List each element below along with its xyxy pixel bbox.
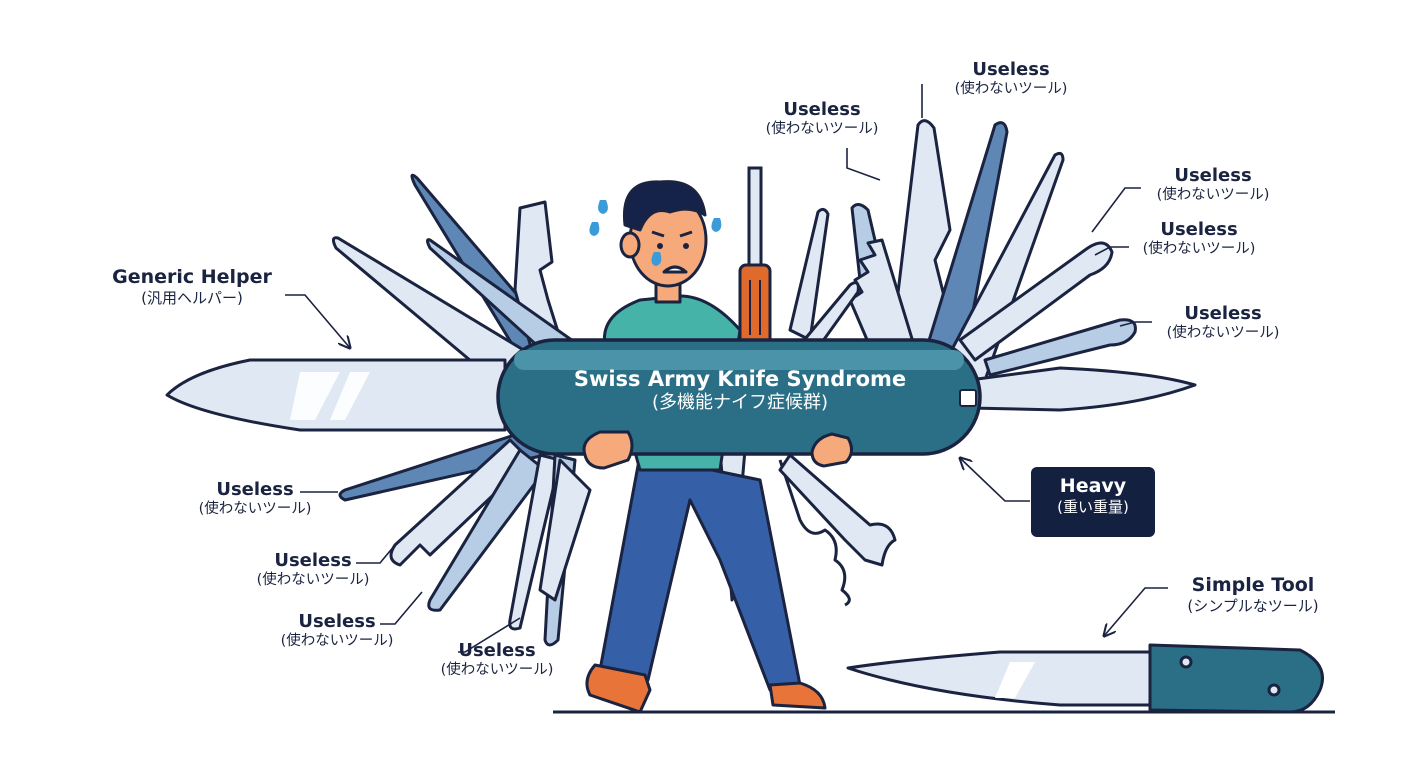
main-blade <box>165 358 507 432</box>
screwdriver-icon <box>738 166 772 347</box>
useless-en: Useless <box>298 611 376 632</box>
left-shoe <box>585 663 652 714</box>
blade-lower-left-1 <box>338 428 547 502</box>
kitchen-knife-handle <box>1148 643 1324 714</box>
scissors-lower-left <box>427 448 547 612</box>
useless-label: Useless (使わないツール) <box>1126 219 1272 258</box>
sweat-drop-icon <box>598 200 608 214</box>
can-opener <box>798 281 860 354</box>
blade-upper-right-1 <box>888 119 952 372</box>
useless-label: Useless (使わないツール) <box>238 550 388 589</box>
useless-en: Useless <box>216 479 294 500</box>
blade-upper-right-3 <box>938 151 1065 382</box>
useless-jp: (使わないツール) <box>198 500 312 517</box>
simple-tool-label: Simple Tool (シンプルなツール) <box>1158 574 1348 615</box>
left-hand <box>582 430 634 470</box>
useless-label: Useless (使わないツール) <box>938 59 1084 98</box>
useless-en: Useless <box>274 550 352 571</box>
useless-jp: (使わないツール) <box>1142 240 1256 257</box>
simple-tool-jp: (シンプルなツール) <box>1187 596 1319 615</box>
useless-label: Useless (使わないツール) <box>262 611 412 650</box>
heavy-en: Heavy <box>1059 475 1127 497</box>
tools-fan <box>165 119 1197 647</box>
kitchen-knife-blade <box>846 650 1152 707</box>
useless-label: Useless (使わないツール) <box>180 479 330 518</box>
arrow-icon <box>285 294 350 348</box>
useless-en: Useless <box>458 640 536 661</box>
useless-en: Useless <box>1160 219 1238 240</box>
leader-lines <box>285 84 1168 653</box>
blade-lower-left-2 <box>508 453 562 631</box>
file-lower-left <box>538 458 592 602</box>
blade-upper-right-2 <box>918 121 1009 382</box>
wrench-lower-right <box>778 453 897 567</box>
useless-jp: (使わないツール) <box>440 661 554 678</box>
useless-jp: (使わないツール) <box>1156 186 1270 203</box>
useless-jp: (使わないツール) <box>954 80 1068 97</box>
heavy-jp: (重い重量) <box>1057 497 1129 516</box>
corkscrew <box>778 459 851 607</box>
pliers-right <box>983 318 1137 377</box>
simple-tool-en: Simple Tool <box>1191 574 1315 596</box>
useless-label: Useless (使わないツール) <box>1150 303 1296 342</box>
useless-jp: (使わないツール) <box>1166 324 1280 341</box>
useless-jp: (使わないツール) <box>256 571 370 588</box>
hands <box>582 430 853 470</box>
useless-en: Useless <box>972 59 1050 80</box>
useless-en: Useless <box>1184 303 1262 324</box>
saw-blade <box>848 238 922 372</box>
right-shoe <box>768 681 827 710</box>
useless-label: Useless (使わないツール) <box>422 640 572 679</box>
pants <box>598 453 802 692</box>
useless-jp: (使わないツール) <box>765 120 879 137</box>
hair <box>622 180 707 232</box>
scissors-upper-right <box>958 241 1114 362</box>
generic-helper-label: Generic Helper (汎用ヘルパー) <box>96 266 288 307</box>
knife-handle <box>496 338 982 456</box>
useless-jp: (使わないツール) <box>280 632 394 649</box>
phillips-blade <box>788 207 830 342</box>
center-label-en: Swiss Army Knife Syndrome <box>573 367 907 391</box>
center-label-jp: (多機能ナイフ症候群) <box>651 392 829 414</box>
useless-label: Useless (使わないツール) <box>750 99 894 138</box>
right-blade <box>968 366 1197 412</box>
useless-label: Useless (使わないツール) <box>1140 165 1286 204</box>
heavy-badge: Heavy (重い重量) <box>1031 467 1155 537</box>
useless-en: Useless <box>1174 165 1252 186</box>
generic-helper-jp: (汎用ヘルパー) <box>141 288 243 307</box>
kitchen-knife-icon <box>846 643 1324 714</box>
useless-en: Useless <box>783 99 861 120</box>
right-hand <box>810 432 853 468</box>
generic-helper-en: Generic Helper <box>112 266 272 288</box>
center-label: Swiss Army Knife Syndrome (多機能ナイフ症候群) <box>505 366 975 415</box>
